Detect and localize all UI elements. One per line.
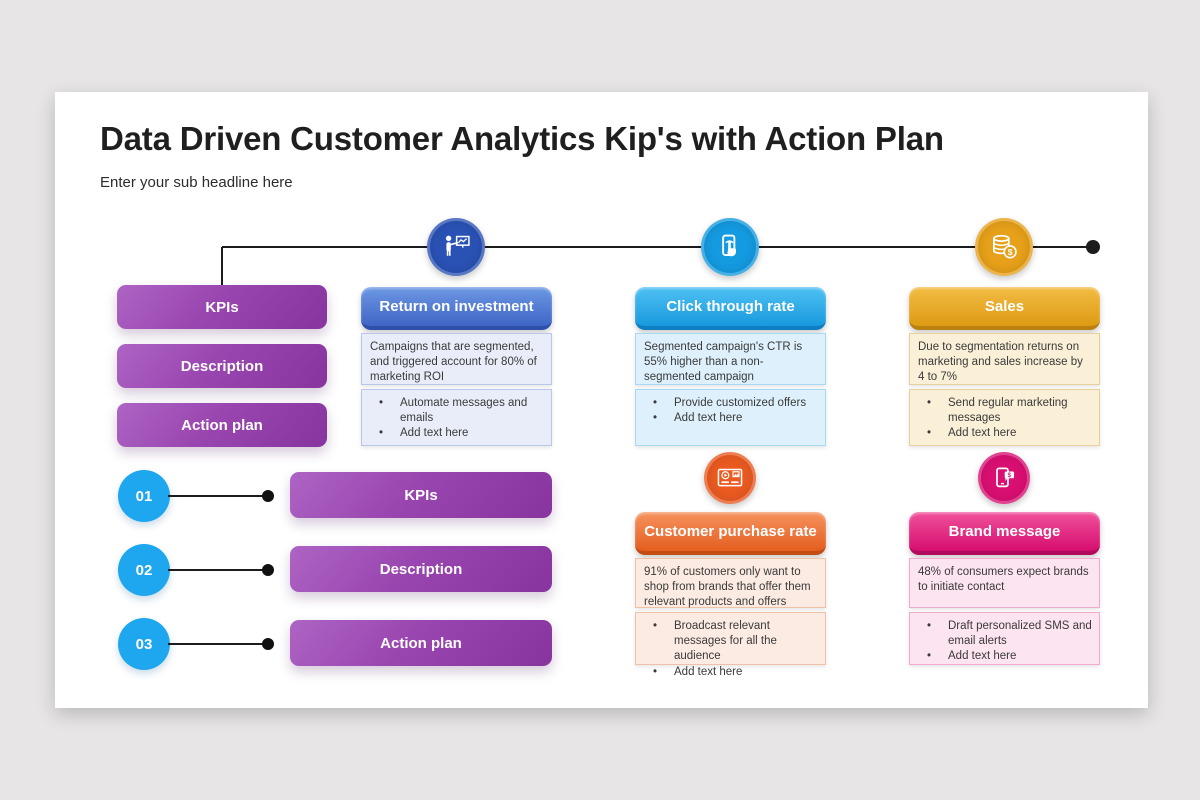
card-bullet-list: Broadcast relevant messages for all the …	[635, 612, 826, 680]
connector-end-dot	[1086, 240, 1100, 254]
card-click-through-rate: Click through rate Segmented campaign's …	[635, 287, 826, 446]
card-title: Brand message	[948, 523, 1061, 540]
step-number-circle-01: 01	[118, 470, 170, 522]
bullet-item: Draft personalized SMS and email alerts	[910, 619, 1095, 649]
step-number: 03	[135, 635, 153, 653]
slide-canvas: Data Driven Customer Analytics Kip's wit…	[55, 92, 1148, 708]
phone-tap-icon	[701, 218, 759, 276]
bullet-item: Add text here	[910, 649, 1095, 664]
phone-message-icon: $	[978, 452, 1030, 504]
step-number: 02	[135, 561, 153, 579]
card-title-bar: Return on investment	[361, 287, 552, 330]
card-description: 91% of customers only want to shop from …	[635, 558, 826, 608]
card-title-bar: Brand message	[909, 512, 1100, 555]
card-title: Sales	[984, 298, 1025, 315]
legend-pill-action-plan[interactable]: Action plan	[117, 403, 327, 447]
legend-connector-line	[221, 247, 223, 286]
step-pill-label: KPIs	[404, 486, 438, 504]
bullet-item: Automate messages and emails	[362, 396, 547, 426]
presenter-chart-icon	[427, 218, 485, 276]
card-description: Campaigns that are segmented, and trigge…	[361, 333, 552, 385]
legend-pill-label: KPIs	[205, 298, 239, 316]
step-pill-label: Description	[379, 560, 463, 578]
card-title-bar: Click through rate	[635, 287, 826, 330]
step-pill-action-plan[interactable]: Action plan	[290, 620, 552, 666]
bullet-item: Send regular marketing messages	[910, 396, 1095, 426]
step-number: 01	[135, 487, 153, 505]
step-connector-line	[168, 495, 269, 497]
svg-text:$: $	[1008, 473, 1012, 479]
page-subtitle: Enter your sub headline here	[100, 174, 293, 191]
legend-pill-label: Action plan	[181, 416, 263, 434]
step-connector-dot	[262, 638, 274, 650]
bullet-item: Add text here	[362, 426, 547, 441]
card-title: Customer purchase rate	[644, 523, 817, 540]
legend-pill-description[interactable]: Description	[117, 344, 327, 388]
bullet-item: Broadcast relevant messages for all the …	[636, 619, 821, 665]
card-bullet-list: Automate messages and emails Add text he…	[361, 389, 552, 446]
svg-text:$: $	[1008, 247, 1013, 257]
legend-pill-label: Description	[180, 357, 264, 375]
card-title-bar: Customer purchase rate	[635, 512, 826, 555]
card-title: Return on investment	[379, 298, 534, 315]
card-bullet-list: Provide customized offers Add text here	[635, 389, 826, 446]
step-pill-label: Action plan	[380, 634, 462, 652]
step-number-circle-03: 03	[118, 618, 170, 670]
video-ad-icon	[704, 452, 756, 504]
card-description: Due to segmentation returns on marketing…	[909, 333, 1100, 385]
step-connector-dot	[262, 564, 274, 576]
card-description: 48% of consumers expect brands to initia…	[909, 558, 1100, 608]
page-title: Data Driven Customer Analytics Kip's wit…	[100, 120, 944, 157]
bullet-item: Add text here	[910, 426, 1095, 441]
bullet-item: Add text here	[636, 665, 821, 680]
coins-icon: $	[975, 218, 1033, 276]
step-number-circle-02: 02	[118, 544, 170, 596]
step-connector-line	[168, 569, 269, 571]
bullet-item: Provide customized offers	[636, 396, 821, 411]
legend-pill-kpis[interactable]: KPIs	[117, 285, 327, 329]
card-bullet-list: Draft personalized SMS and email alerts …	[909, 612, 1100, 665]
card-title-bar: Sales	[909, 287, 1100, 330]
card-return-on-investment: Return on investment Campaigns that are …	[361, 287, 552, 446]
card-brand-message: Brand message 48% of consumers expect br…	[909, 512, 1100, 665]
step-pill-description[interactable]: Description	[290, 546, 552, 592]
card-title: Click through rate	[666, 298, 795, 315]
step-connector-line	[168, 643, 269, 645]
card-sales: Sales Due to segmentation returns on mar…	[909, 287, 1100, 446]
bullet-item: Add text here	[636, 411, 821, 426]
card-description: Segmented campaign's CTR is 55% higher t…	[635, 333, 826, 385]
top-connector-line	[222, 246, 1093, 248]
step-connector-dot	[262, 490, 274, 502]
card-bullet-list: Send regular marketing messages Add text…	[909, 389, 1100, 446]
step-pill-kpis[interactable]: KPIs	[290, 472, 552, 518]
card-customer-purchase-rate: Customer purchase rate 91% of customers …	[635, 512, 826, 680]
